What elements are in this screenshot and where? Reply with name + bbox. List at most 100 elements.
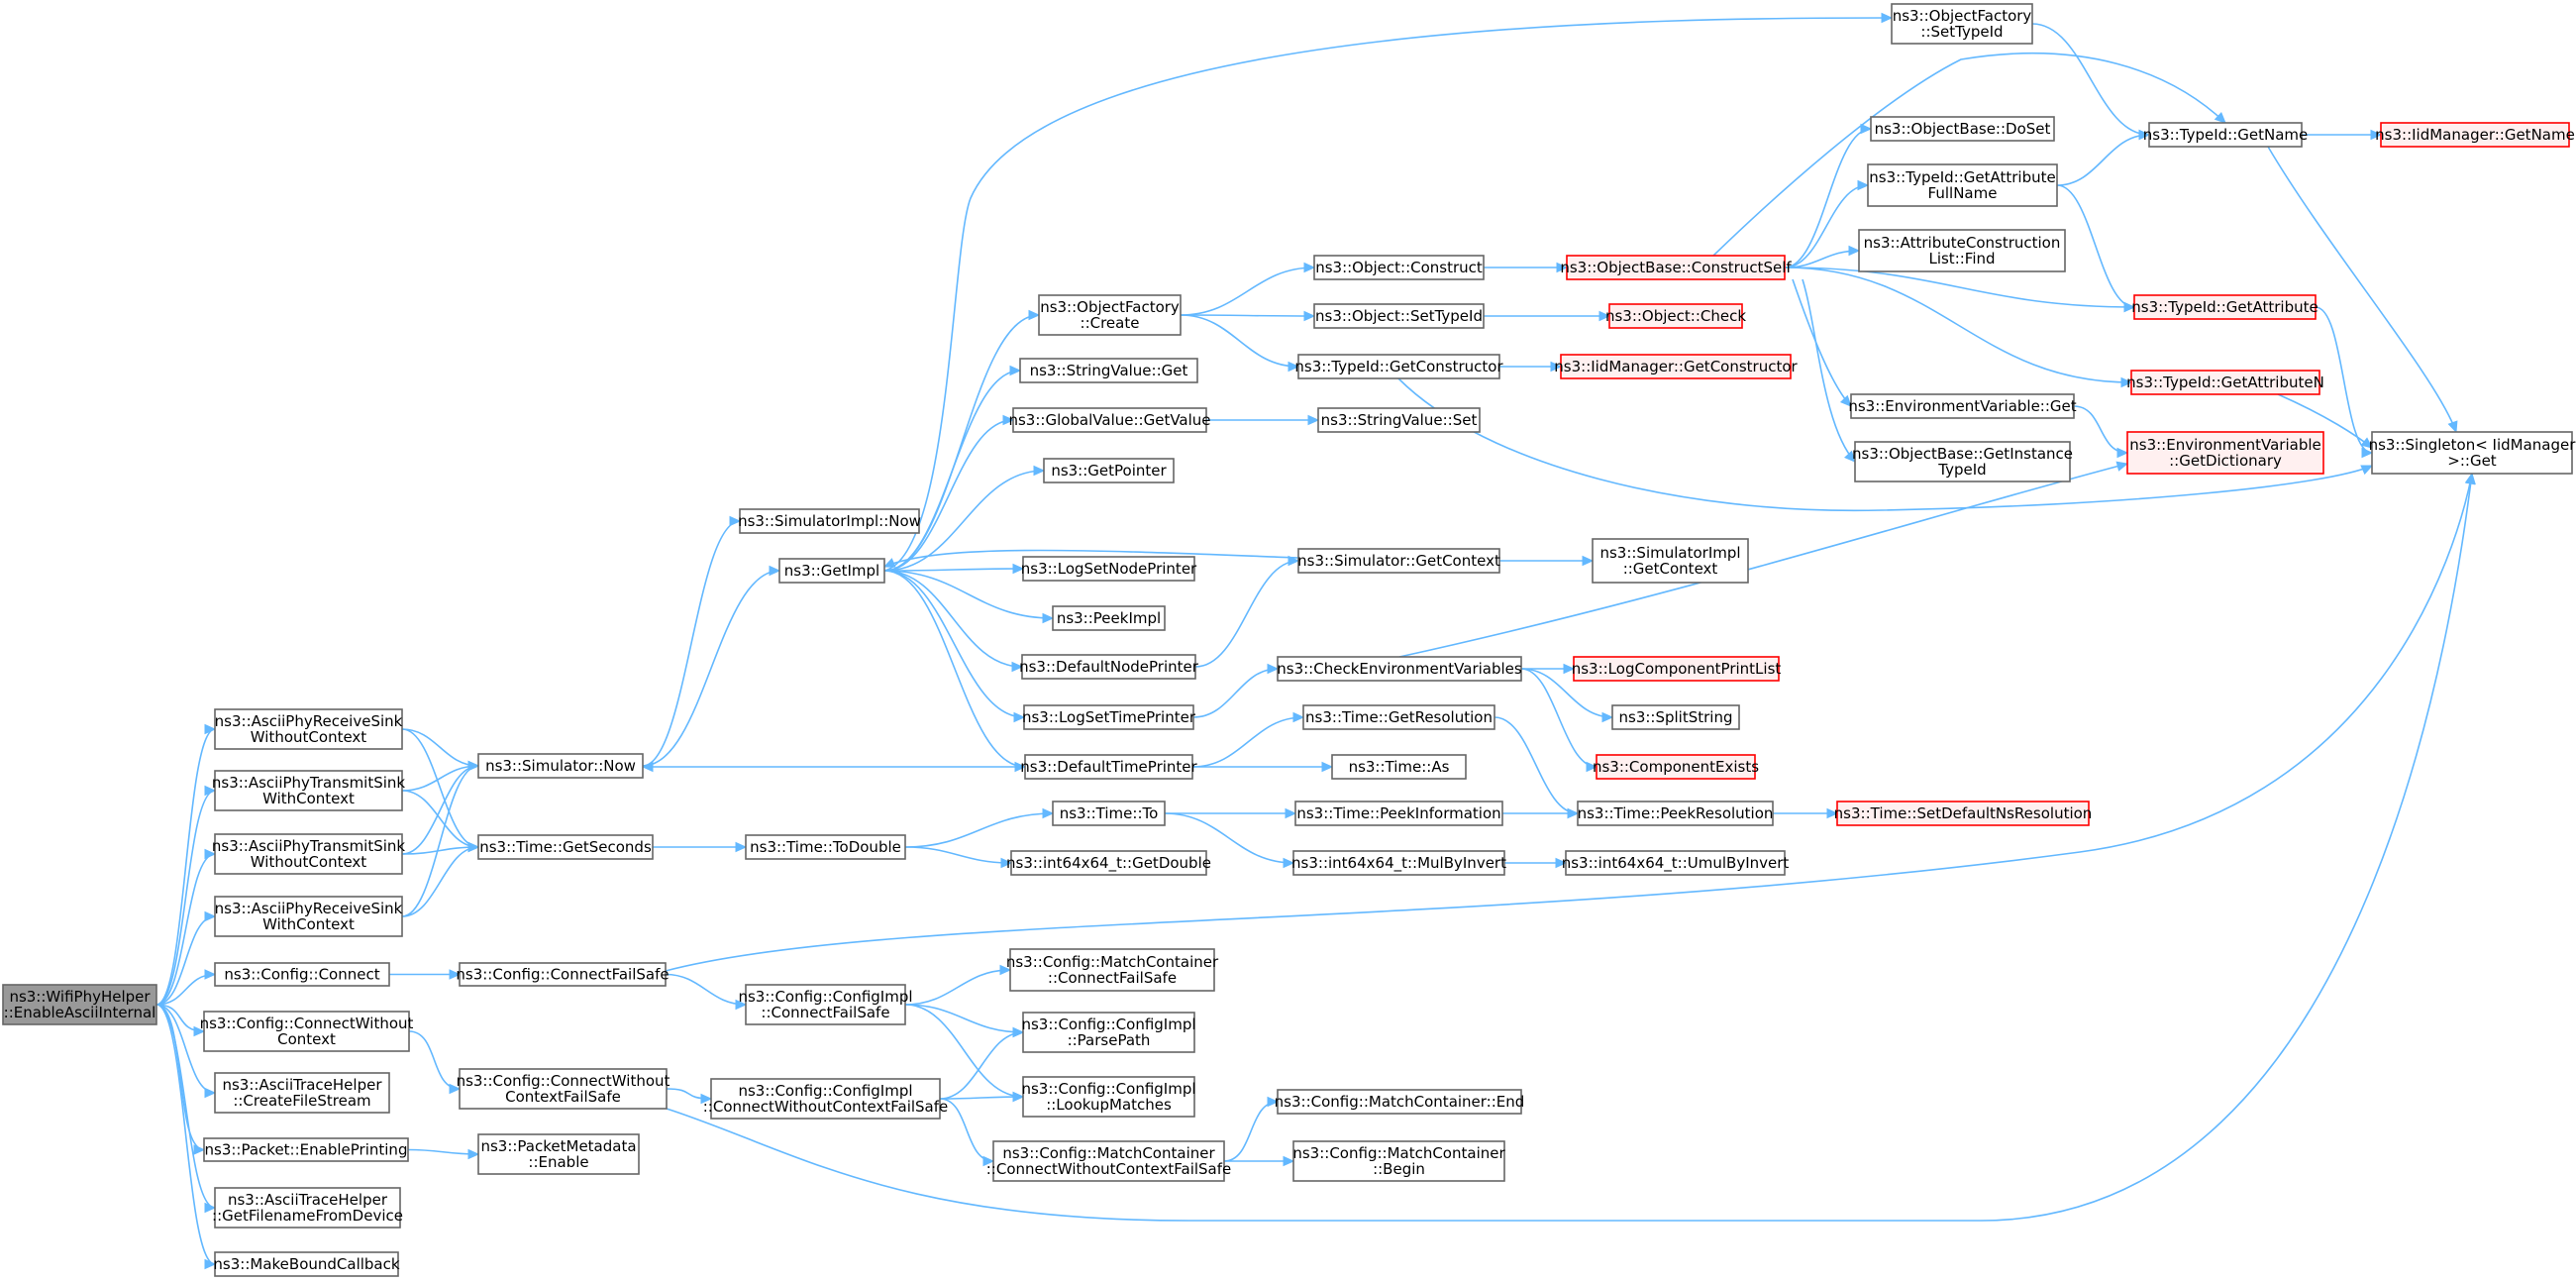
graph-node-strValGet[interactable]: ns3::StringValue::Get — [1019, 358, 1198, 383]
graph-node-tidGetCtor[interactable]: ns3::TypeId::GetConstructor — [1294, 354, 1503, 379]
node-box[interactable] — [1577, 801, 1774, 826]
node-box[interactable] — [1012, 407, 1207, 433]
node-box[interactable] — [1292, 1140, 1505, 1182]
graph-node-simGetCtx[interactable]: ns3::Simulator::GetContext — [1297, 548, 1500, 574]
node-box[interactable] — [1043, 458, 1175, 483]
node-box[interactable] — [710, 1078, 941, 1120]
graph-node-createFile[interactable]: ns3::AsciiTraceHelper::CreateFileStream — [214, 1072, 390, 1114]
node-box[interactable] — [477, 834, 654, 860]
graph-node-getFilename[interactable]: ns3::AsciiTraceHelper::GetFilenameFromDe… — [212, 1187, 403, 1229]
node-box[interactable] — [459, 962, 667, 987]
graph-node-globValGet[interactable]: ns3::GlobalValue::GetValue — [1008, 407, 1211, 433]
graph-node-cfgConnectWo[interactable]: ns3::Config::ConnectWithoutContext — [200, 1011, 414, 1052]
node-box[interactable] — [1867, 163, 2058, 207]
node-box[interactable] — [1019, 358, 1198, 383]
node-box[interactable] — [1858, 229, 2066, 272]
node-box[interactable] — [1277, 656, 1522, 682]
node-box[interactable] — [1294, 801, 1503, 826]
node-box[interactable] — [477, 753, 644, 779]
node-box[interactable] — [214, 1072, 390, 1114]
node-box[interactable] — [1891, 3, 2033, 45]
graph-node-objBaseDoSet[interactable]: ns3::ObjectBase::DoSet — [1870, 116, 2055, 142]
graph-node-singletonGet[interactable]: ns3::Singleton< IidManager>::Get — [2369, 431, 2576, 475]
node-box[interactable] — [1297, 354, 1500, 379]
graph-node-cfgLookup[interactable]: ns3::Config::ConfigImpl::LookupMatches — [1021, 1076, 1196, 1118]
node-box[interactable] — [1608, 303, 1743, 329]
graph-node-objBaseCS[interactable]: ns3::ObjectBase::ConstructSelf — [1560, 255, 1792, 280]
node-box[interactable] — [1024, 754, 1193, 780]
graph-node-cfgImplConnWoFS[interactable]: ns3::Config::ConfigImpl::ConnectWithoutC… — [703, 1078, 949, 1120]
graph-node-logSetTime[interactable]: ns3::LogSetTimePrinter — [1022, 704, 1196, 730]
graph-node-timeAs[interactable]: ns3::Time::As — [1331, 754, 1467, 780]
graph-node-objCheck[interactable]: ns3::Object::Check — [1605, 303, 1746, 329]
node-box[interactable] — [1573, 656, 1780, 682]
graph-node-tidGetAttrN[interactable]: ns3::TypeId::GetAttributeN — [2126, 370, 2324, 395]
graph-node-makeBound[interactable]: ns3::MakeBoundCallback — [213, 1251, 400, 1277]
node-box[interactable] — [2, 984, 157, 1025]
graph-node-compExists[interactable]: ns3::ComponentExists — [1593, 754, 1759, 780]
graph-node-checkEnv[interactable]: ns3::CheckEnvironmentVariables — [1277, 656, 1522, 682]
graph-node-cfgConnectFS[interactable]: ns3::Config::ConnectFailSafe — [456, 962, 670, 987]
node-box[interactable] — [1038, 294, 1182, 336]
node-box[interactable] — [1836, 801, 2090, 826]
node-box[interactable] — [214, 1251, 399, 1277]
graph-node-i64GetDouble[interactable]: ns3::int64x64_t::GetDouble — [1006, 850, 1211, 876]
node-box[interactable] — [2380, 122, 2570, 148]
graph-node-pktMetaEnable[interactable]: ns3::PacketMetadata::Enable — [477, 1133, 640, 1175]
graph-node-cfgImplConnFS[interactable]: ns3::Config::ConfigImpl::ConnectFailSafe — [738, 984, 913, 1025]
graph-node-simImplGetCtx[interactable]: ns3::SimulatorImpl::GetContext — [1592, 538, 1749, 584]
graph-node-timePeekRes[interactable]: ns3::Time::PeekResolution — [1577, 801, 1774, 826]
node-box[interactable] — [1022, 1076, 1195, 1118]
node-box[interactable] — [1331, 754, 1467, 780]
node-box[interactable] — [745, 834, 906, 860]
graph-node-objConstruct[interactable]: ns3::Object::Construct — [1313, 255, 1485, 280]
node-box[interactable] — [1023, 704, 1194, 730]
node-box[interactable] — [477, 1133, 640, 1175]
node-box[interactable] — [1022, 556, 1195, 582]
node-box[interactable] — [459, 1068, 668, 1110]
node-box[interactable] — [214, 833, 403, 875]
graph-node-iidGetCtor[interactable]: ns3::IidManager::GetConstructor — [1554, 354, 1799, 379]
node-box[interactable] — [2133, 294, 2317, 320]
graph-node-timeGetSec[interactable]: ns3::Time::GetSeconds — [477, 834, 654, 860]
graph-node-pktEnable[interactable]: ns3::Packet::EnablePrinting — [203, 1137, 409, 1162]
node-box[interactable] — [2126, 431, 2324, 475]
node-box[interactable] — [2148, 122, 2303, 148]
graph-node-strValSet[interactable]: ns3::StringValue::Set — [1317, 407, 1481, 433]
graph-node-timePeekInfo[interactable]: ns3::Time::PeekInformation — [1294, 801, 1503, 826]
node-box[interactable] — [1592, 538, 1749, 584]
node-box[interactable] — [1292, 850, 1505, 876]
graph-node-objSetTid[interactable]: ns3::Object::SetTypeId — [1313, 303, 1485, 329]
graph-node-tidGetName[interactable]: ns3::TypeId::GetName — [2143, 122, 2308, 148]
graph-node-cfgParsePath[interactable]: ns3::Config::ConfigImpl::ParsePath — [1021, 1012, 1196, 1053]
node-box[interactable] — [1317, 407, 1481, 433]
node-box[interactable] — [1596, 754, 1756, 780]
graph-node-simNow[interactable]: ns3::Simulator::Now — [477, 753, 644, 779]
node-box[interactable] — [1854, 441, 2071, 482]
node-box[interactable] — [1850, 393, 2075, 419]
graph-node-i64UmulByInv[interactable]: ns3::int64x64_t::UmulByInvert — [1562, 850, 1790, 876]
node-box[interactable] — [1277, 1089, 1522, 1115]
graph-node-defTimePr[interactable]: ns3::DefaultTimePrinter — [1020, 754, 1198, 780]
graph-node-iidGetName[interactable]: ns3::IidManager::GetName — [2375, 122, 2575, 148]
node-box[interactable] — [739, 508, 920, 534]
graph-node-envVarGet[interactable]: ns3::EnvironmentVariable::Get — [1848, 393, 2077, 419]
node-box[interactable] — [1021, 654, 1196, 680]
node-box[interactable] — [2130, 370, 2320, 395]
graph-node-getImpl[interactable]: ns3::GetImpl — [778, 558, 885, 584]
graph-node-cfgConnectWoFS[interactable]: ns3::Config::ConnectWithoutContextFailSa… — [457, 1068, 670, 1110]
graph-node-getPointer[interactable]: ns3::GetPointer — [1043, 458, 1175, 483]
graph-node-defNodePr[interactable]: ns3::DefaultNodePrinter — [1019, 654, 1199, 680]
graph-node-mcConnFS[interactable]: ns3::Config::MatchContainer::ConnectFail… — [1006, 948, 1219, 992]
graph-node-root[interactable]: ns3::WifiPhyHelper::EnableAsciiInternal — [2, 984, 157, 1025]
graph-node-splitString[interactable]: ns3::SplitString — [1611, 704, 1740, 730]
graph-node-i64MulByInv[interactable]: ns3::int64x64_t::MulByInvert — [1291, 850, 1506, 876]
node-box[interactable] — [1052, 801, 1166, 826]
node-box[interactable] — [1560, 354, 1792, 379]
